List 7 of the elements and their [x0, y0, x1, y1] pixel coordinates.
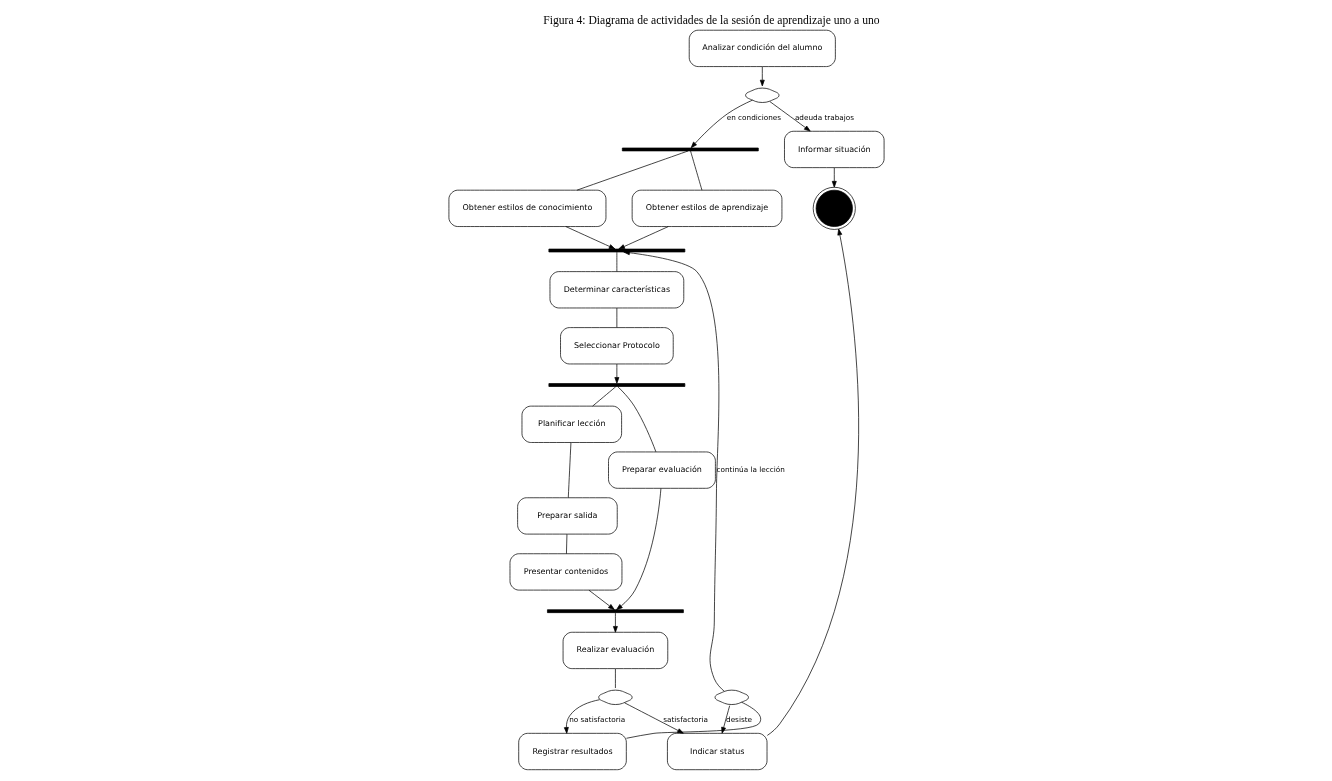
edge-label: continúa la lección: [716, 464, 785, 474]
edge-label: adeuda trabajos: [794, 112, 854, 122]
edge-label: no satisfactoria: [568, 714, 625, 724]
edge-label: en condiciones: [726, 112, 781, 122]
diagram-title: Figura 4: Diagrama de actividades de la sesión de aprendizaje uno a uno: [542, 13, 880, 27]
edge-label: desiste: [725, 714, 752, 724]
edge-label: satisfactoria: [662, 714, 708, 724]
